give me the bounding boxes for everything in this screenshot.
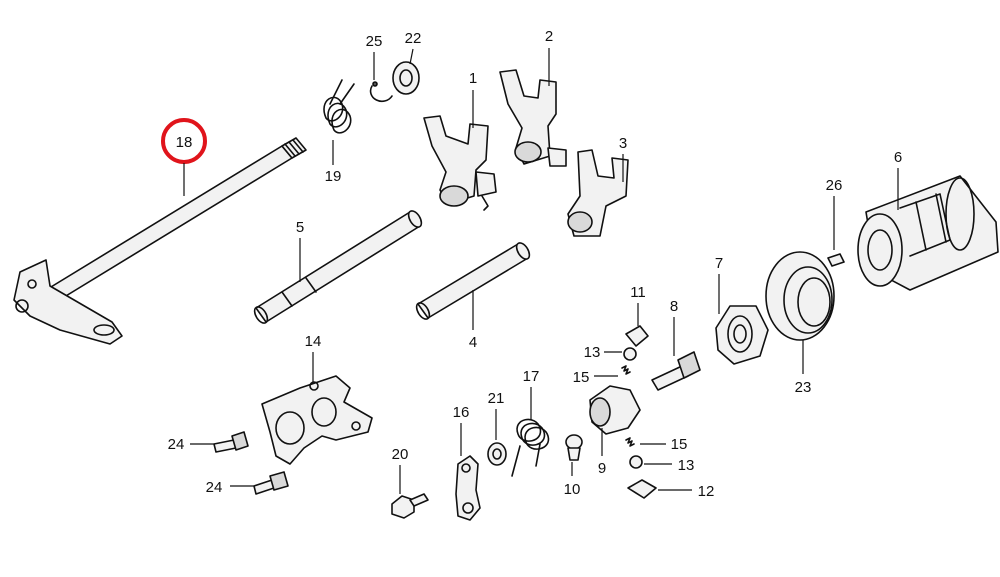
label-20: 20 — [392, 446, 409, 463]
spring-19[interactable] — [323, 79, 355, 134]
pin-bolt-8[interactable] — [651, 351, 701, 391]
label-1: 1 — [469, 70, 477, 87]
label-24-lower: 24 — [206, 479, 223, 496]
label-11: 11 — [630, 284, 646, 301]
shift-fork-1[interactable] — [423, 115, 497, 211]
dowel-pin-26[interactable] — [827, 253, 845, 267]
stopper-11[interactable] — [625, 325, 649, 347]
label-4: 4 — [469, 334, 477, 351]
highlight-circle — [161, 118, 207, 164]
fork-shaft-4[interactable] — [414, 241, 532, 322]
drum-collar-7[interactable] — [715, 305, 769, 365]
label-13-upper: 13 — [584, 344, 601, 361]
cap-13-upper[interactable] — [623, 347, 637, 361]
stopper-12[interactable] — [627, 479, 657, 499]
bolt-24-upper[interactable] — [213, 431, 249, 453]
guide-plate-14[interactable] — [261, 375, 373, 465]
bolt-24-lower[interactable] — [253, 471, 289, 495]
label-21: 21 — [488, 390, 505, 407]
gearshift-spindle-part[interactable] — [13, 137, 307, 345]
label-24-upper: 24 — [168, 436, 185, 453]
label-25: 25 — [366, 33, 383, 50]
label-12: 12 — [698, 483, 715, 500]
label-15-lower: 15 — [671, 436, 688, 453]
label-15-upper: 15 — [573, 369, 590, 386]
spring-15-lower[interactable] — [625, 437, 635, 447]
washer-22[interactable] — [392, 61, 420, 95]
label-14: 14 — [305, 333, 322, 350]
return-spring-17[interactable] — [511, 418, 550, 477]
label-23: 23 — [795, 379, 812, 396]
label-10: 10 — [564, 481, 581, 498]
shift-fork-3[interactable] — [567, 149, 629, 237]
label-9: 9 — [598, 460, 606, 477]
label-18: 18 — [176, 134, 193, 151]
bolt-10[interactable] — [565, 434, 583, 461]
bearing-23[interactable] — [765, 251, 835, 341]
label-22: 22 — [405, 30, 422, 47]
label-8: 8 — [670, 298, 678, 315]
label-5: 5 — [296, 219, 304, 236]
bolt-20[interactable] — [391, 493, 429, 519]
label-3: 3 — [619, 135, 627, 152]
circlip-25[interactable] — [369, 81, 393, 103]
label-26: 26 — [826, 177, 843, 194]
label-17: 17 — [523, 368, 540, 385]
shift-arm-16[interactable] — [455, 455, 481, 521]
label-13-lower: 13 — [678, 457, 695, 474]
label-16: 16 — [453, 404, 470, 421]
label-2: 2 — [545, 28, 553, 45]
shift-drum-6[interactable] — [857, 175, 999, 291]
cap-13-lower[interactable] — [629, 455, 643, 469]
fork-shaft-5[interactable] — [252, 209, 424, 326]
label-7: 7 — [715, 255, 723, 272]
shift-fork-2[interactable] — [499, 69, 567, 167]
collar-21[interactable] — [487, 442, 507, 466]
label-19: 19 — [325, 168, 342, 185]
label-6: 6 — [894, 149, 902, 166]
spring-15-upper[interactable] — [621, 365, 631, 375]
drum-center-9[interactable] — [589, 385, 641, 435]
